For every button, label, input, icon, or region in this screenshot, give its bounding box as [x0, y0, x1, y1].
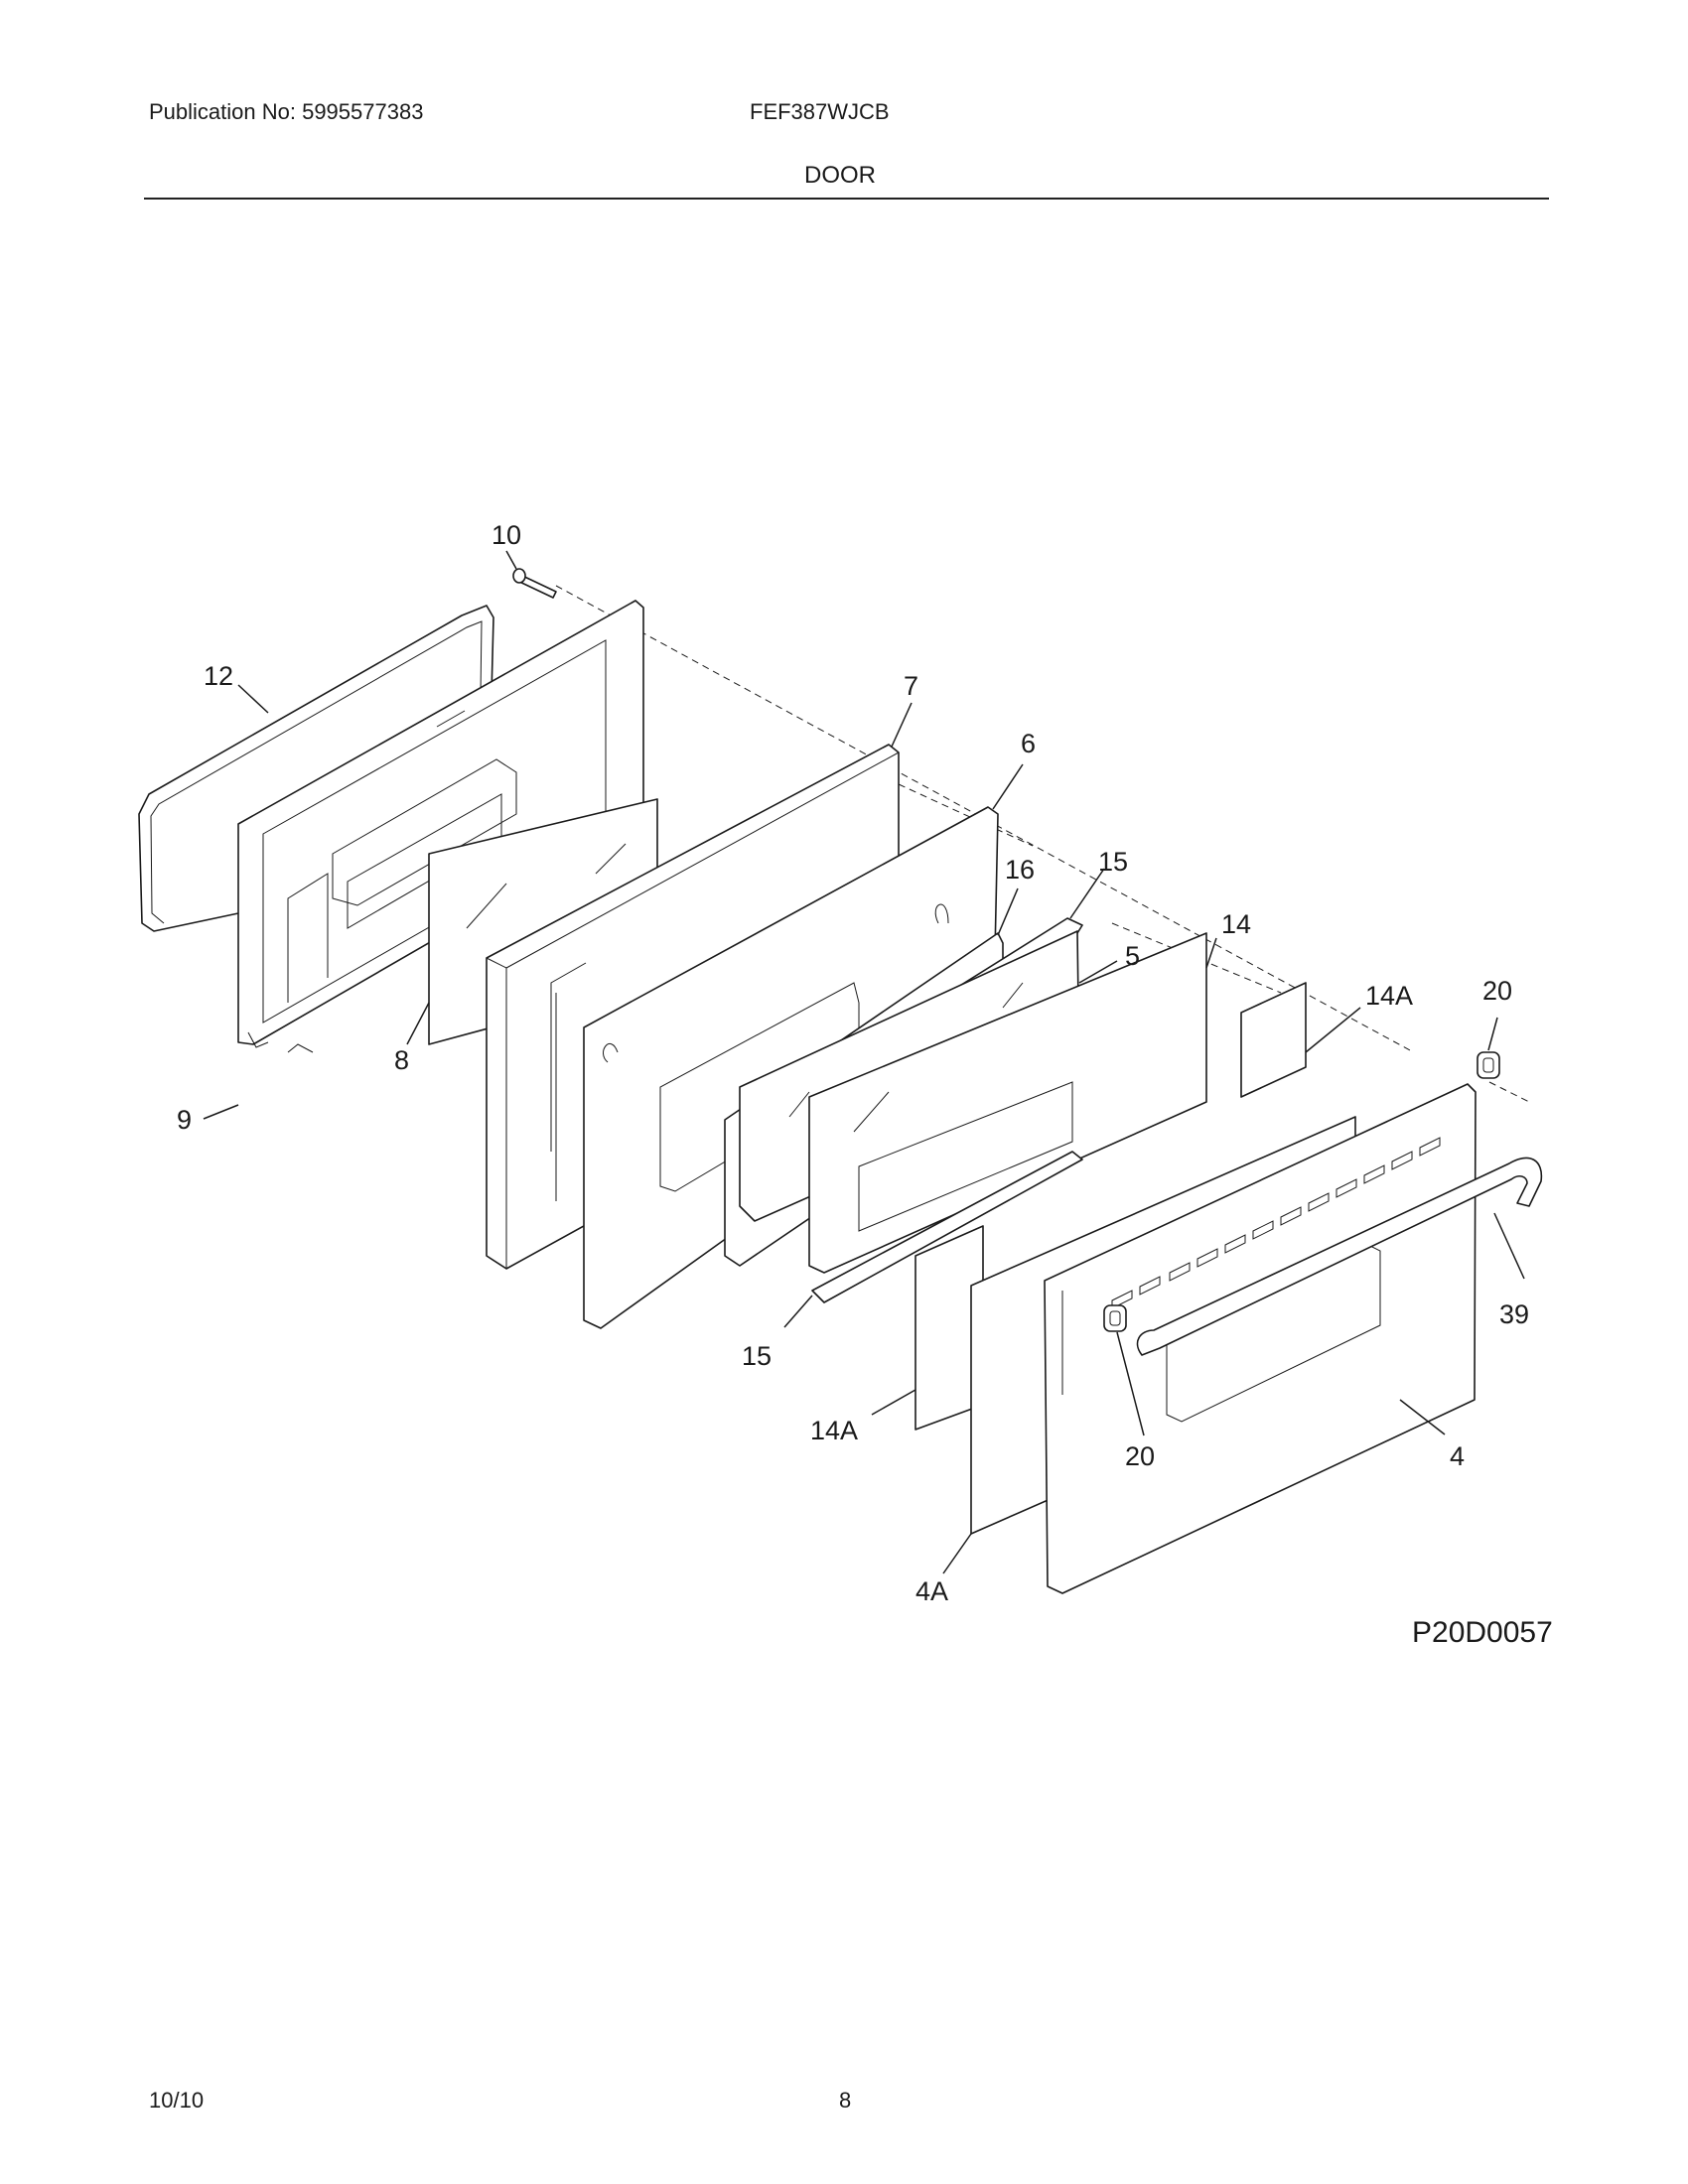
page-number: 8 — [839, 2088, 852, 2113]
publication-number: Publication No: 5995577383 — [149, 99, 424, 124]
footer-date: 10/10 — [149, 2088, 205, 2113]
part-end-cap-right — [1477, 1051, 1500, 1079]
section-title: DOOR — [804, 162, 876, 189]
alignment-lines — [451, 585, 1530, 1103]
header-divider — [144, 198, 1549, 200]
callout-8: 8 — [394, 1045, 409, 1075]
part-screw — [512, 568, 557, 599]
model-number: FEF387WJCB — [750, 99, 890, 124]
callout-4A: 4A — [915, 1576, 948, 1606]
callout-15-top: 15 — [1098, 847, 1128, 877]
callout-16: 16 — [1005, 855, 1035, 885]
callout-10: 10 — [492, 520, 521, 550]
callouts: 10 12 7 6 16 15 14 5 14A 20 9 8 39 15 14… — [177, 520, 1529, 1606]
callout-6: 6 — [1021, 729, 1036, 758]
part-end-cap-left — [1103, 1304, 1127, 1332]
part-pad-upper — [1240, 982, 1307, 1098]
callout-5: 5 — [1125, 941, 1140, 971]
callout-4: 4 — [1450, 1441, 1465, 1471]
callout-14A-top: 14A — [1365, 981, 1413, 1011]
part-window-glass — [808, 932, 1207, 1274]
callout-12: 12 — [204, 661, 233, 691]
callout-9: 9 — [177, 1105, 192, 1135]
part-inner-liner — [237, 600, 644, 1053]
callout-15-bottom: 15 — [742, 1341, 772, 1371]
callout-14A-bottom: 14A — [810, 1416, 858, 1445]
diagram-code: P20D0057 — [1412, 1616, 1553, 1649]
callout-14: 14 — [1221, 909, 1251, 939]
callout-20-top: 20 — [1482, 976, 1512, 1006]
part-rail-bottom — [811, 1151, 1083, 1303]
callout-39: 39 — [1499, 1299, 1529, 1329]
part-handle — [1136, 1157, 1543, 1356]
part-pad-lower — [914, 1225, 984, 1431]
callout-7: 7 — [904, 671, 918, 701]
leader-lines — [203, 550, 1525, 1574]
callout-20-bottom: 20 — [1125, 1441, 1155, 1471]
